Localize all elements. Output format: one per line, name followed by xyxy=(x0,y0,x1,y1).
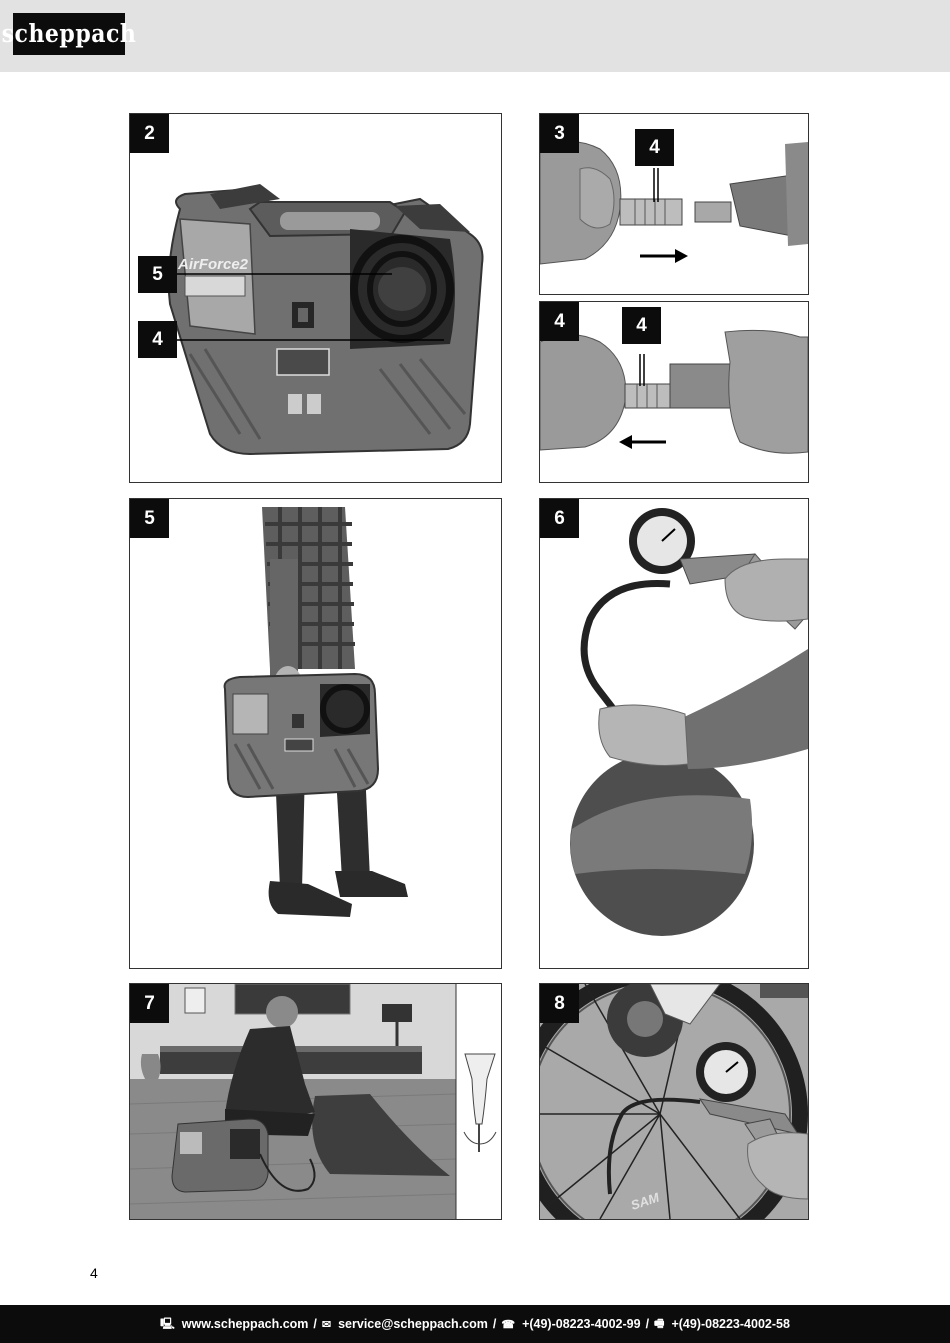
carrying-compressor-illustration xyxy=(130,499,501,968)
footer-website[interactable]: www.scheppach.com xyxy=(181,1317,309,1331)
figure-4-label: 4 xyxy=(540,302,579,341)
footer-email[interactable]: service@scheppach.com xyxy=(338,1317,488,1331)
header-bar: scheppach xyxy=(0,0,950,72)
footer-fax: +(49)-08223-4002-58 xyxy=(671,1317,790,1331)
figure-5-label: 5 xyxy=(130,499,169,538)
ball-inflation-illustration xyxy=(540,499,808,968)
figure-6-panel: 6 xyxy=(539,498,809,969)
brand-logo: scheppach xyxy=(2,13,136,55)
figure-8-label: 8 xyxy=(540,984,579,1023)
footer-bar: 🖳 www.scheppach.com / ✉ service@scheppac… xyxy=(0,1305,950,1343)
coupling-disconnect-illustration xyxy=(540,114,808,294)
figure-3-callout-4: 4 xyxy=(635,129,674,166)
page-number: 4 xyxy=(90,1265,98,1281)
footer-phone: +(49)-08223-4002-99 xyxy=(522,1317,641,1331)
bicycle-tire-inflation-illustration: SAM xyxy=(540,984,808,1219)
figure-7-label: 7 xyxy=(130,984,169,1023)
figure-5-panel: 5 xyxy=(129,498,502,969)
figure-4-panel: 4 4 xyxy=(539,301,809,483)
phone-icon: ☎ xyxy=(501,1318,516,1331)
brand-logo-text: scheppach xyxy=(1,19,137,49)
mail-icon: ✉ xyxy=(321,1318,332,1331)
figure-2-callout-4: 4 xyxy=(138,321,177,358)
figure-2-panel: 2 AirForce2 xyxy=(129,113,502,483)
figure-3-panel: 3 4 xyxy=(539,113,809,295)
figure-2-label: 2 xyxy=(130,114,169,153)
figure-2-callout-5: 5 xyxy=(138,256,177,293)
figure-6-label: 6 xyxy=(540,499,579,538)
footer-separator: / xyxy=(492,1317,497,1331)
figure-3-label: 3 xyxy=(540,114,579,153)
figure-8-panel: 8 SAM xyxy=(539,983,809,1220)
model-name-text: AirForce2 xyxy=(177,256,249,273)
compressor-illustration: AirForce2 xyxy=(130,114,501,482)
fax-icon: 🖷 xyxy=(654,1317,665,1330)
computer-icon: 🖳 xyxy=(160,1317,175,1330)
footer-separator: / xyxy=(645,1317,650,1331)
figure-4-callout-4: 4 xyxy=(622,307,661,344)
figure-7-panel: 7 xyxy=(129,983,502,1220)
air-mattress-inflation-illustration xyxy=(130,984,501,1219)
coupling-connect-illustration xyxy=(540,302,808,482)
footer-separator: / xyxy=(313,1317,317,1331)
